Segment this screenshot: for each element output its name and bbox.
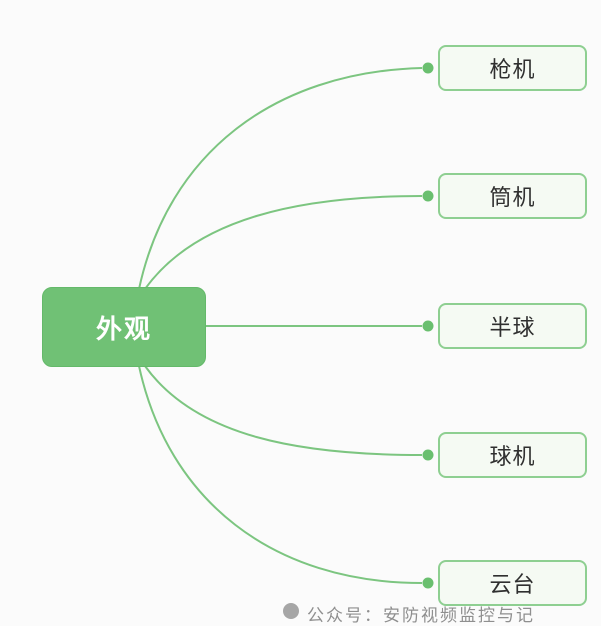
root-node[interactable]: 外观 [42,287,206,367]
child-node-label: 云台 [489,572,536,597]
watermark-text: 公众号：安防视频监控与记 [307,606,535,625]
connector-dot-5 [422,577,434,589]
child-node-banqiu[interactable]: 半球 [438,303,587,349]
child-node-qiuji[interactable]: 球机 [438,432,587,478]
connector-dot-4 [422,449,434,461]
wechat-official-account-icon [283,603,299,619]
root-node-label: 外观 [95,313,152,344]
connector-dot-2 [422,190,434,202]
child-node-label: 枪机 [489,57,536,82]
watermark: 公众号：安防视频监控与记 [283,601,535,625]
edge-branch-2 [144,195,423,290]
edge-branch-1 [138,67,423,290]
child-node-yuntai[interactable]: 云台 [438,560,587,606]
connector-dot-1 [422,62,434,74]
edge-branch-4 [144,365,423,456]
child-node-qiangji[interactable]: 枪机 [438,45,587,91]
child-node-label: 筒机 [489,185,536,210]
connector-dot-3 [422,320,434,332]
child-node-tongji[interactable]: 筒机 [438,173,587,219]
child-node-label: 半球 [489,315,536,340]
child-node-label: 球机 [489,444,536,469]
edge-branch-5 [138,365,423,584]
